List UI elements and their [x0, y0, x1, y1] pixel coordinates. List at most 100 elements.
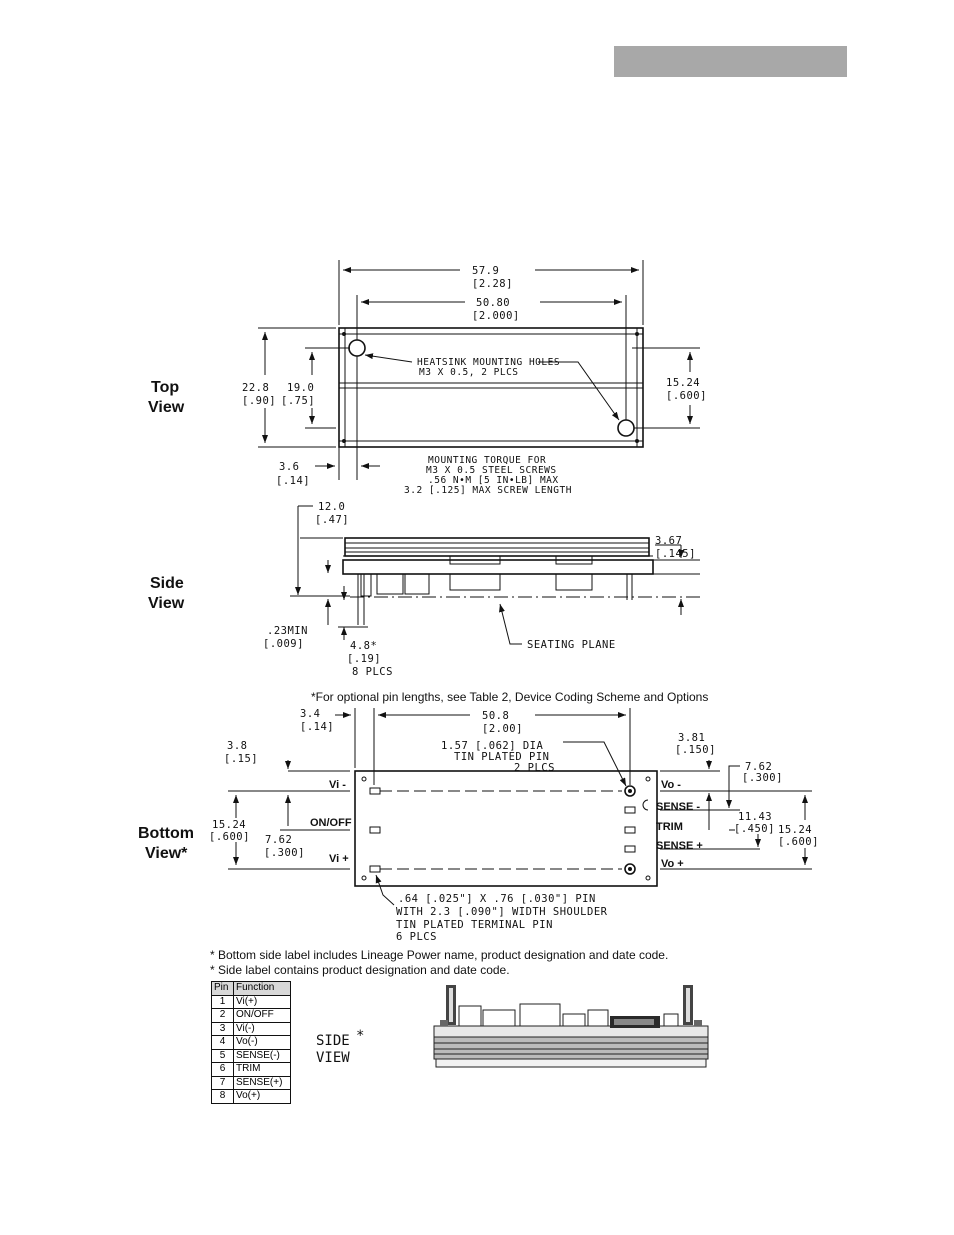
torque-note-2: M3 X 0.5 STEEL SCREWS: [426, 465, 557, 476]
top-view: 57.9 [2.28] 50.80 [2.000] 22.8 [.90] 19.…: [242, 260, 707, 496]
pin-length-qty: 8 PLCS: [352, 666, 393, 678]
header-bar: [614, 46, 847, 77]
right-pitch-mm: 7.62: [745, 761, 772, 773]
pin-label-sense-plus: SENSE +: [656, 840, 703, 852]
left-edge-mm: 3.4: [300, 708, 320, 720]
pin-label-sense-minus: SENSE -: [656, 801, 700, 813]
pin-number: 4: [211, 1035, 234, 1050]
pin-number: 3: [211, 1021, 234, 1036]
left-pitch-mm: 7.62: [265, 834, 292, 846]
pin-function: TRIM: [233, 1062, 291, 1077]
pin-number: 2: [211, 1008, 234, 1023]
side-height-mm: 12.0: [318, 501, 345, 513]
heatsink-hole-1: [348, 339, 366, 357]
hole-offset-mm: 15.24: [666, 377, 700, 389]
pin-function: Vo(+): [233, 1089, 291, 1104]
pin-column-header: Pin: [211, 981, 234, 996]
side-view-illustration: [433, 985, 709, 1068]
top-edge-mm: 3.8: [227, 740, 247, 752]
height-in: [.90]: [242, 395, 276, 407]
right-span-in: [.450]: [734, 823, 775, 835]
pin-spacing-in: [2.00]: [482, 723, 523, 735]
holes-note-2: M3 X 0.5, 2 PLCS: [419, 367, 519, 378]
seating-plane-label: SEATING PLANE: [527, 639, 616, 651]
pin-label-on-off: ON/OFF: [310, 817, 352, 829]
hole-spacing-in: [2.000]: [472, 310, 520, 322]
inner-height-mm: 19.0: [287, 382, 314, 394]
inner-height-in: [.75]: [281, 395, 315, 407]
pin-label-vo-plus: Vo +: [661, 858, 684, 870]
pin-number: 7: [211, 1075, 234, 1090]
pin-note-3: TIN PLATED TERMINAL PIN: [396, 919, 553, 931]
side-height-in: [.47]: [315, 514, 349, 526]
side-view-label: Side: [150, 575, 184, 592]
pin-length-in: [.19]: [347, 653, 381, 665]
pin-function: SENSE(+): [233, 1075, 291, 1090]
left-total-in: [.600]: [209, 831, 250, 843]
side-star-asterisk: *: [356, 1028, 364, 1044]
side-view: 12.0 [.47] 3.67 [.145] .23MIN [.009] 4.8…: [263, 501, 708, 704]
height-mm: 22.8: [242, 382, 269, 394]
side-star-label-2: VIEW: [316, 1050, 350, 1066]
pin-table-header: Pin Function: [211, 981, 291, 996]
torque-note-1: MOUNTING TORQUE FOR: [428, 455, 546, 466]
right-top-mm: 3.81: [678, 732, 705, 744]
pin-function: Vi(-): [233, 1021, 291, 1036]
right-total-in: [.600]: [778, 836, 819, 848]
top-view-label: Top: [151, 379, 179, 396]
pin-length-mm: 4.8*: [350, 640, 377, 652]
top-edge-in: [.15]: [224, 753, 258, 765]
right-total-mm: 15.24: [778, 824, 812, 836]
edge-offset-mm: 3.6: [279, 461, 299, 473]
pin-note-1: .64 [.025"] X .76 [.030"] PIN: [398, 893, 596, 905]
pin-function: SENSE(-): [233, 1048, 291, 1063]
pin-function: Vi(+): [233, 994, 291, 1009]
bottom-view-label: Bottom: [138, 825, 194, 842]
function-column-header: Function: [233, 981, 291, 996]
pin-label-vi-minus: Vi -: [329, 779, 346, 791]
bottom-view-label-2: View*: [145, 845, 188, 862]
pin-dia-note-3: 2 PLCS: [514, 762, 555, 774]
torque-note-3: .56 N•M [5 IN•LB] MAX: [428, 475, 559, 486]
pin-number: 8: [211, 1089, 234, 1104]
top-view-label-2: View: [148, 399, 185, 416]
note-side-label: * Side label contains product designatio…: [210, 963, 510, 977]
pin-number: 1: [211, 994, 234, 1009]
pin-number: 6: [211, 1062, 234, 1077]
edge-offset-in: [.14]: [276, 475, 310, 487]
hole-spacing-mm: 50.80: [476, 297, 510, 309]
pin-label-vi-plus: Vi +: [329, 853, 349, 865]
pin-dia-note-2: TIN PLATED PIN: [454, 751, 550, 763]
pin-dia-note-1: 1.57 [.062] DIA: [441, 740, 544, 752]
min-standoff-mm: .23MIN: [267, 625, 308, 637]
pin-function: ON/OFF: [233, 1008, 291, 1023]
min-standoff-in: [.009]: [263, 638, 304, 650]
overall-width-in: [2.28]: [472, 278, 513, 290]
right-pitch-in: [.300]: [742, 772, 783, 784]
pin-label-trim: TRIM: [656, 821, 683, 833]
right-span-mm: 11.43: [738, 811, 772, 823]
pin-function: Vo(-): [233, 1035, 291, 1050]
pin-note-4: 6 PLCS: [396, 931, 437, 943]
side-view-label-2: View: [148, 595, 185, 612]
pin-label-vo-minus: Vo -: [661, 779, 681, 791]
pin-length-footnote: *For optional pin lengths, see Table 2, …: [311, 690, 708, 704]
pin-number: 5: [211, 1048, 234, 1063]
left-total-mm: 15.24: [212, 819, 246, 831]
overall-width-mm: 57.9: [472, 265, 499, 277]
hole-offset-in: [.600]: [666, 390, 707, 402]
torque-note-4: 3.2 [.125] MAX SCREW LENGTH: [404, 485, 572, 496]
right-top-in: [.150]: [675, 744, 716, 756]
note-bottom-label: * Bottom side label includes Lineage Pow…: [210, 948, 668, 962]
heatsink-hole-2: [617, 419, 635, 437]
bottom-view: 3.4 [.14] 50.8 [2.00] 3.8 [.15] 1.57 [.0…: [209, 708, 819, 943]
side-star-label-1: SIDE: [316, 1033, 350, 1049]
